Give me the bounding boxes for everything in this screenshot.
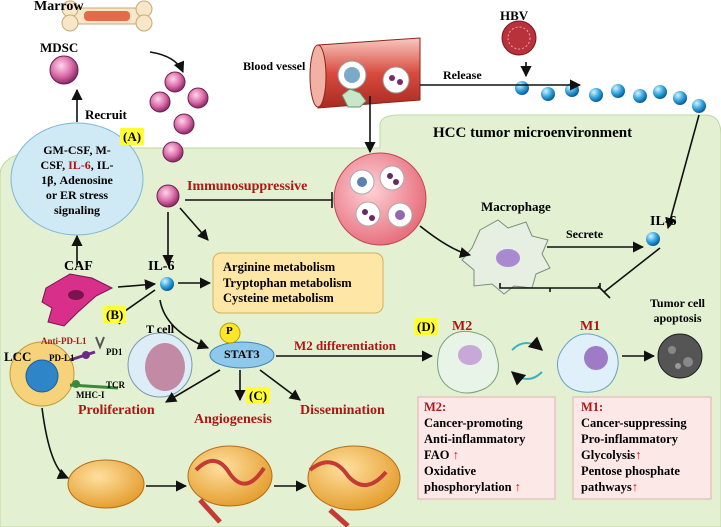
label-proliferation: Proliferation — [78, 403, 155, 418]
m2-feature-item: FAO — [424, 448, 450, 462]
m2-feature-item: Cancer-promoting — [424, 416, 523, 430]
m2-feature-item: phosphorylation — [424, 480, 512, 494]
label-secrete: Secrete — [566, 227, 604, 241]
m2-m1-switch — [511, 336, 544, 351]
tag-d: (D) — [414, 318, 439, 335]
cytokine-line3: 1β, Adenosine — [41, 173, 113, 187]
m2-feature-box — [417, 396, 556, 500]
m1-cell — [556, 333, 619, 393]
up-arrow-icon: ↑ — [452, 448, 459, 462]
label-m1: M1 — [580, 319, 601, 334]
up-arrow-icon: ↑ — [631, 480, 638, 494]
tag-c: (C) — [246, 387, 271, 404]
m1-feature-item: Pro-inflammatory — [581, 432, 678, 446]
m2-box-title: M2: — [424, 400, 447, 414]
arrows — [41, 51, 700, 492]
tag-a: (A) — [120, 128, 145, 145]
label-marrow: Marrow — [34, 0, 84, 14]
cytokine-line2c: , IL- — [90, 158, 114, 172]
tag-b: (B) — [103, 306, 127, 323]
label-il6-left: IL-6 — [148, 259, 175, 274]
up-arrow-icon: ↑ — [514, 480, 521, 494]
label-blood-vessel: Blood vessel — [243, 59, 306, 73]
label-tumor-apoptosis-1: Tumor cell — [650, 296, 706, 310]
label-m2: M2 — [452, 319, 473, 334]
label-recruit: Recruit — [85, 107, 127, 122]
up-arrow-icon: ↑ — [635, 448, 642, 462]
label-anti-pd-l1: Anti-PD-L1 — [41, 336, 87, 346]
label-pd1: PD1 — [106, 347, 123, 357]
cytokine-line4: or ER stress — [45, 188, 109, 202]
blood-vessel — [309, 37, 421, 109]
label-macrophage: Macrophage — [481, 199, 551, 214]
cytokine-line5: signaling — [53, 203, 101, 217]
metabolism-tryptophan: Tryptophan metabolism — [223, 275, 352, 290]
label-mhc: MHC-I — [76, 390, 105, 400]
phospho-marker — [219, 322, 241, 344]
m2-feature-item: Oxidative — [424, 464, 477, 478]
macrophage-nucleus — [496, 249, 520, 267]
cytokine-list: GM-CSF, M- CSF, IL-6, IL- 1β, Adenosine … — [25, 143, 129, 218]
m1-features: M1: Cancer-suppressing Pro-inflammatory … — [581, 399, 687, 495]
label-immunosuppressive: Immunosuppressive — [187, 179, 308, 194]
metabolism-box — [212, 252, 384, 314]
metabolism-cysteine: Cysteine metabolism — [223, 291, 334, 305]
stat3-shape — [209, 341, 275, 369]
mdsc-cells — [49, 55, 209, 208]
label-t-cell: T cell — [146, 322, 175, 336]
immune-aggregate — [333, 152, 427, 246]
m1-feature-item: Cancer-suppressing — [581, 416, 687, 430]
m1-feature-item: Glycolysis — [581, 448, 636, 462]
label-p: P — [226, 325, 233, 337]
label-angiogenesis: Angiogenesis — [194, 412, 272, 427]
m1-feature-item: Pentose phosphate — [581, 464, 680, 478]
m1-feature-item: pathways — [581, 480, 632, 494]
label-pd-l1: PD-L1 — [49, 353, 75, 363]
label-hcc-tme: HCC tumor microenvironment — [433, 125, 633, 141]
apoptotic-tumor-cell — [657, 333, 703, 379]
label-stat3: STAT3 — [224, 347, 260, 361]
label-tumor-apoptosis: Tumor cell apoptosis — [650, 296, 705, 326]
cytokine-il6: IL-6 — [68, 158, 91, 172]
label-il6-right: IL-6 — [650, 214, 677, 229]
cytokine-line1: GM-CSF, M- — [43, 143, 111, 157]
label-dissemination: Dissemination — [300, 403, 385, 418]
label-mdsc: MDSC — [40, 40, 79, 55]
tumor-cluster-angiogenesis — [187, 445, 273, 524]
label-lcc: LCC — [4, 349, 32, 364]
cytokine-line2a: CSF, — [40, 158, 69, 172]
m2-feature-item: Anti-inflammatory — [424, 432, 526, 446]
m2-cell — [437, 330, 499, 394]
metabolism-list: Arginine metabolism Tryptophan metabolis… — [223, 260, 352, 307]
label-m2-differentiation: M2 differentiation — [294, 338, 396, 353]
marrow-bone — [61, 0, 153, 32]
hbv-virus — [501, 20, 537, 56]
label-caf: CAF — [64, 259, 93, 274]
m2-features: M2: Cancer-promoting Anti-inflammatory F… — [424, 399, 525, 495]
caf-cell — [41, 273, 114, 327]
label-release: Release — [443, 68, 482, 82]
label-tcr: TCR — [106, 380, 126, 390]
m1-feature-box — [572, 396, 712, 500]
label-tumor-apoptosis-2: apoptosis — [653, 311, 702, 325]
tumor-cluster-dissemination — [307, 445, 401, 527]
label-hbv: HBV — [500, 8, 529, 23]
tumor-cluster-proliferation — [67, 459, 145, 509]
m1-box-title: M1: — [581, 400, 604, 414]
metabolism-arginine: Arginine metabolism — [223, 260, 336, 274]
